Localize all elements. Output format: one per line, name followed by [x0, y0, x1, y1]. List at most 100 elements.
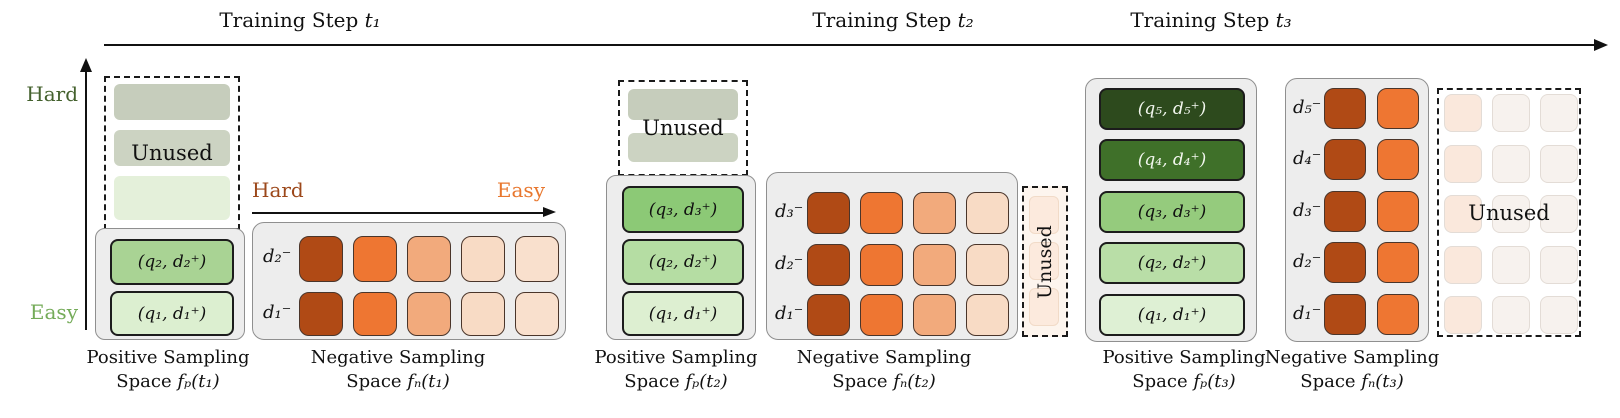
negative-doc-label-d2: d₂⁻: [263, 246, 292, 267]
unused-sample-cell: [1029, 196, 1059, 234]
negative-sample-cell: [807, 192, 850, 234]
negative-sample-cell: [966, 192, 1009, 234]
negative-sample-cell: [461, 236, 505, 282]
negative-sample-cell: [966, 244, 1009, 286]
positive-pair-q2: (q₂, d₂⁺): [110, 239, 234, 285]
t3-negative-caption-math: fₙ(t₃): [1361, 370, 1404, 392]
unused-sample-cell: [1444, 195, 1482, 233]
negative-sample-cell: [1324, 242, 1366, 283]
hardness-axis: [85, 70, 87, 330]
t2-negative-caption-line2: Space: [832, 370, 888, 392]
negative-sample-cell: [860, 192, 903, 234]
unused-sample-cell: [1444, 145, 1482, 183]
negative-sample-cell: [966, 294, 1009, 336]
negative-doc-label-d4: d₄⁻: [1293, 148, 1322, 169]
training-step-1-math: t₁: [364, 8, 381, 32]
t3-negative-unused-box: Unused: [1437, 88, 1581, 337]
negative-sample-cell: [1377, 88, 1419, 129]
t1-negative-caption: Negative Sampling Space fₙ(t₁): [288, 346, 508, 394]
unused-sample-cell: [1492, 145, 1530, 183]
unused-sample-cell: [1540, 246, 1578, 284]
t3-negative-caption-line1: Negative Sampling: [1264, 347, 1440, 368]
t2-positive-unused-box: Unused: [618, 80, 748, 176]
negative-sample-cell: [1377, 191, 1419, 232]
positive-pair-q3: (q₃, d₃⁺): [1099, 191, 1245, 233]
negative-sample-cell: [1377, 139, 1419, 180]
negative-sample-cell: [299, 236, 343, 282]
negative-sample-cell: [860, 294, 903, 336]
t1-positive-caption: Positive Sampling Space fₚ(t₁): [58, 346, 278, 394]
unused-sample-cell: [1444, 94, 1482, 132]
negative-sample-cell: [913, 192, 956, 234]
t1-negative-caption-line1: Negative Sampling: [310, 347, 486, 368]
negative-doc-label-d2: d₂⁻: [1293, 251, 1322, 272]
t2-unused-row: [628, 133, 738, 162]
hard-axis-label: Hard: [26, 82, 78, 106]
training-step-2-header: Training Step t₂: [733, 8, 1053, 32]
negative-sample-cell: [1324, 139, 1366, 180]
positive-pair-q2: (q₂, d₂⁺): [1099, 242, 1245, 284]
t1-unused-row: [114, 176, 230, 220]
negative-sample-cell: [1324, 88, 1366, 129]
t1-positive-unused-box: Unused: [104, 76, 240, 230]
t3-unused-label: Unused: [1468, 200, 1550, 225]
hardness-axis-arrowhead-icon: [80, 58, 92, 72]
negative-doc-label-d1: d₁⁻: [775, 303, 804, 324]
unused-sample-cell: [1444, 296, 1482, 334]
t3-positive-space-box: (q₅, d₅⁺) (q₄, d₄⁺) (q₃, d₃⁺) (q₂, d₂⁺) …: [1085, 78, 1257, 342]
negative-sample-cell: [299, 292, 343, 336]
unused-sample-cell: [1540, 145, 1578, 183]
negative-sample-cell: [461, 292, 505, 336]
t1-negative-caption-math: fₙ(t₁): [407, 370, 450, 392]
negative-sample-cell: [515, 292, 559, 336]
positive-pair-q1: (q₁, d₁⁺): [622, 291, 744, 336]
easy-axis-label: Easy: [29, 300, 78, 324]
t1-negative-space-box: d₂⁻ d₁⁻: [252, 222, 566, 340]
t1-unused-row: [114, 84, 230, 120]
t3-positive-caption-line2: Space: [1132, 370, 1188, 392]
t3-negative-caption: Negative Sampling Space fₙ(t₃): [1242, 346, 1462, 394]
negative-sample-cell: [1324, 191, 1366, 232]
negative-sample-cell: [1324, 294, 1366, 335]
unused-sample-cell: [1540, 94, 1578, 132]
t1-negative-easy-label: Easy: [496, 178, 545, 202]
unused-sample-cell: [1029, 242, 1059, 280]
negative-doc-label-d2: d₂⁻: [775, 253, 804, 274]
positive-pair-q1: (q₁, d₁⁺): [1099, 294, 1245, 336]
unused-sample-cell: [1444, 246, 1482, 284]
t2-positive-caption-math: fₚ(t₂): [685, 370, 728, 392]
t1-negative-axis-arrowhead-icon: [543, 207, 556, 217]
negative-sample-cell: [353, 236, 397, 282]
negative-doc-label-d3: d₃⁻: [775, 201, 804, 222]
t2-positive-space-box: (q₃, d₃⁺) (q₂, d₂⁺) (q₁, d₁⁺): [606, 175, 756, 340]
t2-negative-unused-box: Unused: [1022, 186, 1068, 337]
unused-sample-cell: [1492, 246, 1530, 284]
negative-sample-cell: [1377, 242, 1419, 283]
t3-negative-caption-line2: Space: [1300, 370, 1356, 392]
timeline-axis: [104, 44, 1596, 46]
negative-sample-cell: [807, 244, 850, 286]
positive-pair-q1: (q₁, d₁⁺): [110, 291, 234, 336]
t2-negative-caption: Negative Sampling Space fₙ(t₂): [774, 346, 994, 394]
unused-sample-cell: [1492, 296, 1530, 334]
t3-negative-space-box: d₅⁻ d₄⁻ d₃⁻ d₂⁻ d₁⁻: [1285, 78, 1429, 342]
negative-doc-label-d1: d₁⁻: [1293, 303, 1322, 324]
negative-sample-cell: [1377, 294, 1419, 335]
t3-positive-caption-line1: Positive Sampling: [1102, 347, 1266, 368]
training-step-2-label: Training Step: [812, 8, 952, 32]
t2-positive-caption-line1: Positive Sampling: [594, 347, 758, 368]
negative-doc-label-d5: d₅⁻: [1293, 97, 1322, 118]
t2-unused-row: [628, 89, 738, 120]
negative-sample-cell: [860, 244, 903, 286]
negative-sample-cell: [807, 294, 850, 336]
t1-positive-caption-line2: Space: [116, 370, 172, 392]
unused-sample-cell: [1540, 195, 1578, 233]
t3-positive-caption: Positive Sampling Space fₚ(t₃): [1074, 346, 1294, 394]
t1-positive-caption-math: fₚ(t₁): [177, 370, 220, 392]
t1-positive-space-box: (q₂, d₂⁺) (q₁, d₁⁺): [95, 228, 245, 340]
unused-sample-cell: [1492, 94, 1530, 132]
training-step-3-math: t₃: [1275, 8, 1292, 32]
t1-negative-hard-label: Hard: [252, 178, 304, 202]
t1-unused-label: Unused: [131, 141, 213, 165]
